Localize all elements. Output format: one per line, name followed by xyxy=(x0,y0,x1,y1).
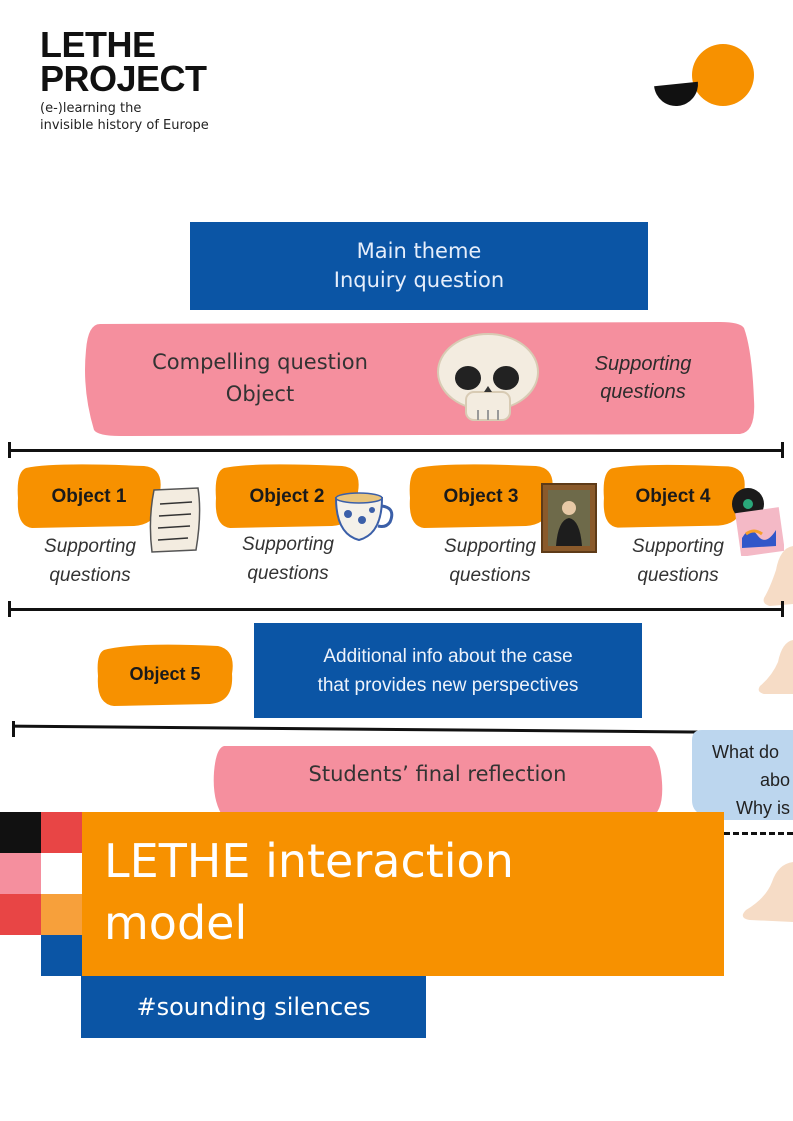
tagline-line-1: (e-)learning the xyxy=(40,101,142,116)
hand-illustration-3 xyxy=(742,862,793,922)
supporting-questions-top: Supporting questions xyxy=(580,350,706,406)
object-3-label: Object 3 xyxy=(443,486,519,507)
tagline-line-2: invisible history of Europe xyxy=(40,118,209,133)
object-4-supporting: Supporting questions xyxy=(608,532,748,590)
logo-line-project: PROJECT xyxy=(40,58,207,99)
questions-label: questions xyxy=(600,381,686,403)
scroll-music-icon xyxy=(149,487,201,553)
hashtag-badge: #sounding silences xyxy=(81,976,426,1038)
object-2-supporting-label: Supporting xyxy=(242,534,334,555)
compelling-question-label: Compelling question xyxy=(152,350,368,374)
object-1-questions-label: questions xyxy=(49,565,131,586)
title-line-1: LETHE interaction xyxy=(104,834,514,888)
object-3-supporting-label: Supporting xyxy=(444,536,536,557)
object-2-supporting: Supporting questions xyxy=(218,530,358,588)
speech-bubble-text: What do abo Why is xyxy=(712,738,793,822)
object-1-supporting: Supporting questions xyxy=(20,532,160,590)
divider-line-3 xyxy=(12,724,792,735)
portrait-frame-icon xyxy=(541,483,597,553)
speech-bubble xyxy=(690,730,793,830)
object-2-blob xyxy=(215,464,359,528)
additional-info-box: Additional info about the case that prov… xyxy=(254,623,642,718)
hand-illustration-2 xyxy=(758,640,793,694)
compelling-question-text: Compelling question Object xyxy=(140,346,380,410)
final-reflection-band xyxy=(213,746,663,818)
dashed-divider xyxy=(724,832,793,835)
divider-tick-left-2 xyxy=(8,601,11,617)
object-1-supporting-label: Supporting xyxy=(44,536,136,557)
additional-info-line-2: that provides new perspectives xyxy=(317,674,579,696)
divider-tick-left-1 xyxy=(8,442,11,458)
divider-line-2 xyxy=(8,608,784,611)
object-label: Object xyxy=(225,382,295,406)
object-1-blob xyxy=(17,464,161,528)
divider-line-1 xyxy=(8,449,784,452)
logo-wordmark: LETHE PROJECT xyxy=(40,24,207,99)
object-3-questions-label: questions xyxy=(449,565,531,586)
object-1-label: Object 1 xyxy=(51,486,127,507)
logo-line-lethe: LETHE xyxy=(40,24,156,65)
hashtag-text: #sounding silences xyxy=(136,993,371,1021)
page-title: LETHE interaction model xyxy=(104,830,704,954)
skull-icon xyxy=(437,333,539,421)
logo-tagline: (e-)learning the invisible history of Eu… xyxy=(40,100,209,134)
teacup-icon xyxy=(334,492,394,542)
object-5-label: Object 5 xyxy=(129,664,201,684)
bubble-line-3: Why is xyxy=(736,798,790,818)
supporting-label: Supporting xyxy=(594,353,692,375)
vinyl-record-icon xyxy=(732,488,784,556)
object-3-blob xyxy=(409,464,553,528)
object-4-label: Object 4 xyxy=(635,486,711,507)
color-mosaic xyxy=(0,812,82,976)
main-theme-box: Main theme Inquiry question xyxy=(190,222,648,310)
divider-tick-left-3 xyxy=(12,721,15,737)
additional-info-line-1: Additional info about the case xyxy=(323,645,573,667)
bubble-line-2: abo xyxy=(760,770,791,790)
object-2-label: Object 2 xyxy=(249,486,325,507)
bubble-line-1: What do xyxy=(712,742,780,762)
object-5-blob xyxy=(97,644,233,706)
object-4-blob xyxy=(603,464,745,528)
brand-mark-icon xyxy=(654,44,754,106)
compelling-question-band xyxy=(85,322,755,436)
object-4-supporting-label: Supporting xyxy=(632,536,724,557)
divider-tick-right-1 xyxy=(781,442,784,458)
title-line-2: model xyxy=(104,896,248,950)
divider-tick-right-2 xyxy=(781,601,784,617)
final-reflection-text: Students’ final reflection xyxy=(308,762,567,786)
main-theme-label: Main theme xyxy=(356,239,482,263)
object-4-questions-label: questions xyxy=(637,565,719,586)
title-panel xyxy=(82,812,724,976)
hand-illustration-1 xyxy=(763,546,793,606)
object-3-supporting: Supporting questions xyxy=(420,532,560,590)
inquiry-question-label: Inquiry question xyxy=(333,268,505,292)
object-2-questions-label: questions xyxy=(247,563,329,584)
